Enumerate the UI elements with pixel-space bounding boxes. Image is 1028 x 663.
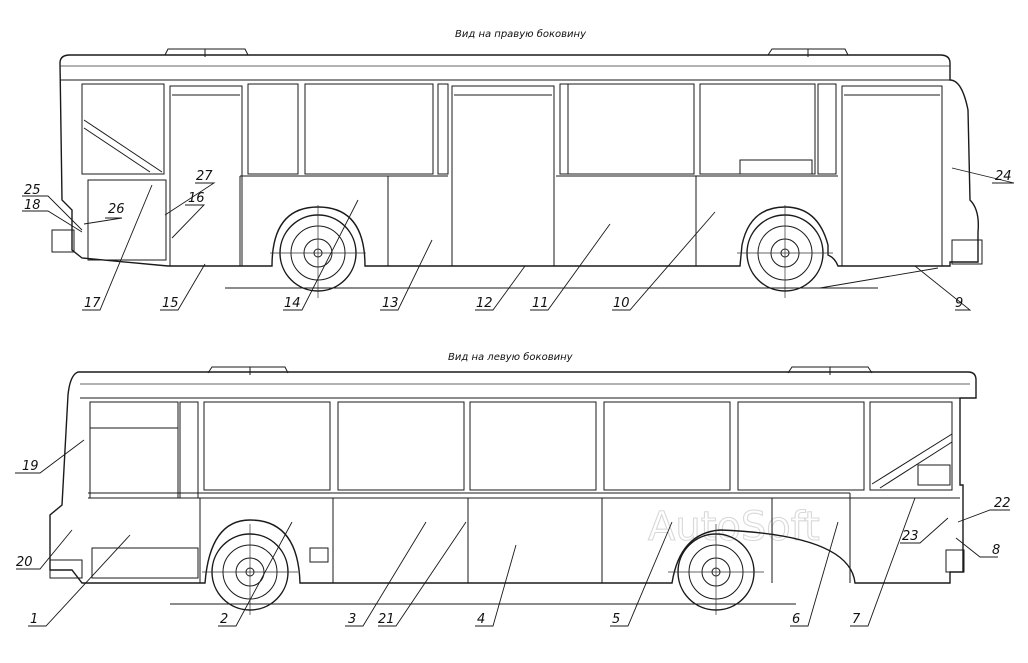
right-door-2 (451, 85, 555, 267)
callout-8: 8 (992, 543, 1000, 558)
callout-26: 26 (108, 202, 125, 217)
callout-5: 5 (612, 612, 620, 627)
callout-12: 12 (476, 296, 493, 311)
callout-15: 15 (162, 296, 179, 311)
callout-6: 6 (792, 612, 800, 627)
callout-1: 1 (30, 612, 38, 627)
watermark-text: AutoSoft (648, 504, 820, 550)
left-rear-wheel (668, 524, 764, 615)
right-door-3 (841, 85, 943, 267)
callout-10: 10 (613, 296, 630, 311)
callout-11: 11 (532, 296, 549, 311)
right-side-view: Вид на правую боковину (51, 28, 983, 298)
callout-27: 27 (196, 169, 213, 184)
callout-22: 22 (994, 496, 1011, 511)
callout-7: 7 (852, 612, 861, 627)
callout-20: 20 (16, 555, 33, 570)
right-front-wheel (270, 205, 366, 298)
right-view-title: Вид на правую боковину (455, 28, 587, 40)
right-rear-wheel (737, 205, 833, 298)
callout-13: 13 (382, 296, 399, 311)
callout-4: 4 (477, 612, 485, 627)
left-body-outline (49, 371, 977, 584)
callout-24: 24 (995, 169, 1012, 184)
left-side-view: Вид на левую боковину (49, 351, 977, 615)
roof-hatch-front (164, 48, 249, 56)
callout-leaders (15, 167, 1015, 627)
callout-23: 23 (902, 529, 919, 544)
callout-16: 16 (188, 191, 205, 206)
callout-9: 9 (955, 296, 963, 311)
callout-19: 19 (22, 459, 39, 474)
callout-18: 18 (24, 198, 41, 213)
callout-21: 21 (378, 612, 395, 627)
callout-3: 3 (348, 612, 356, 627)
left-view-title: Вид на левую боковину (448, 351, 574, 363)
right-body-outline (59, 54, 980, 267)
callout-25: 25 (24, 183, 41, 198)
callout-2: 2 (220, 612, 228, 627)
callout-14: 14 (284, 296, 301, 311)
callout-numbers: 25 18 26 27 16 17 15 14 13 12 11 10 9 24… (16, 169, 1012, 627)
callout-17: 17 (84, 296, 101, 311)
roof-hatch-left-front (207, 366, 289, 374)
left-front-wheel (202, 524, 298, 615)
